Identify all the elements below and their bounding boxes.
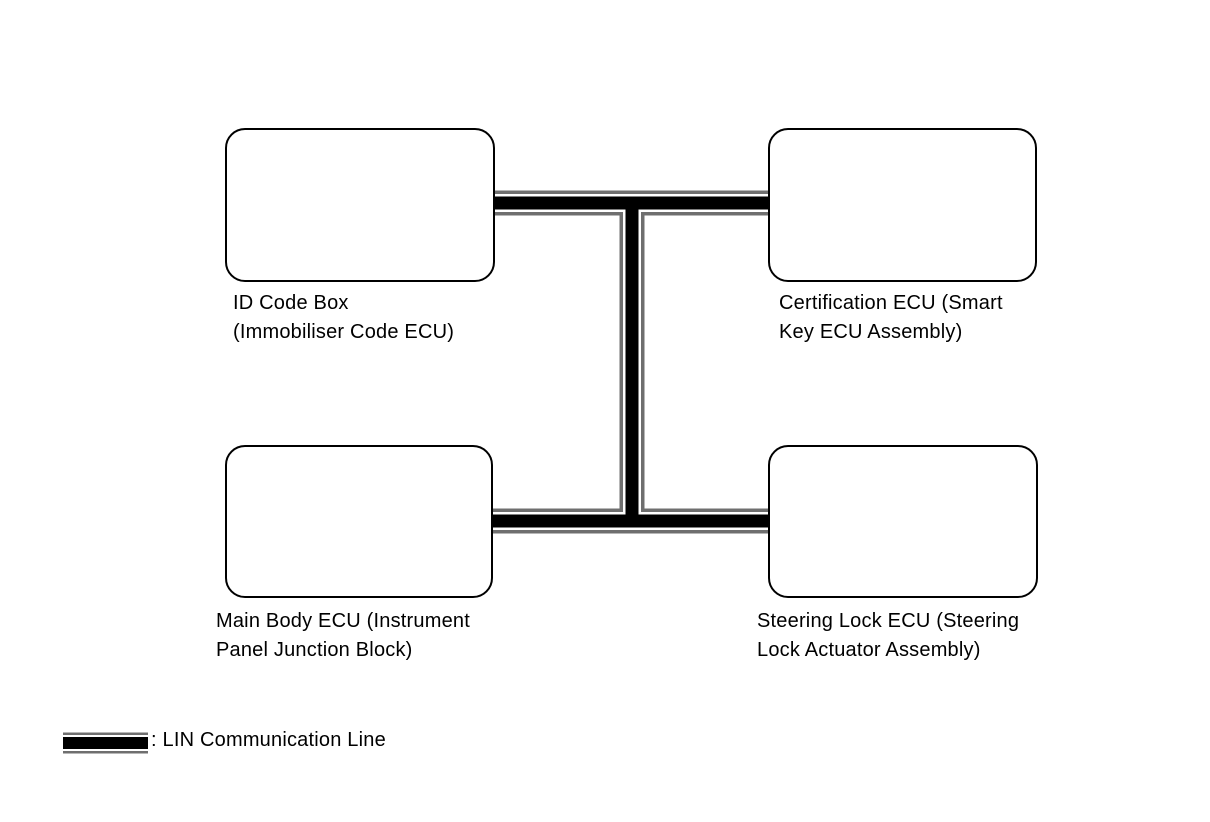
lin-bus-core xyxy=(487,196,774,528)
node-box-main-body-ecu xyxy=(225,445,493,598)
node-box-steering-lock-ecu xyxy=(768,445,1038,598)
node-box-certification-ecu xyxy=(768,128,1037,282)
legend-label: : LIN Communication Line xyxy=(151,729,386,751)
node-label-steering-lock-ecu: Steering Lock ECU (Steering Lock Actuato… xyxy=(757,610,1020,661)
node-label-main-body-ecu: Main Body ECU (Instrument Panel Junction… xyxy=(216,610,470,661)
node-label-id-code-box: ID Code Box (Immobiliser Code ECU) xyxy=(233,292,455,343)
node-box-id-code-box xyxy=(225,128,495,282)
node-label-certification-ecu: Certification ECU (Smart Key ECU Assembl… xyxy=(779,292,1003,343)
